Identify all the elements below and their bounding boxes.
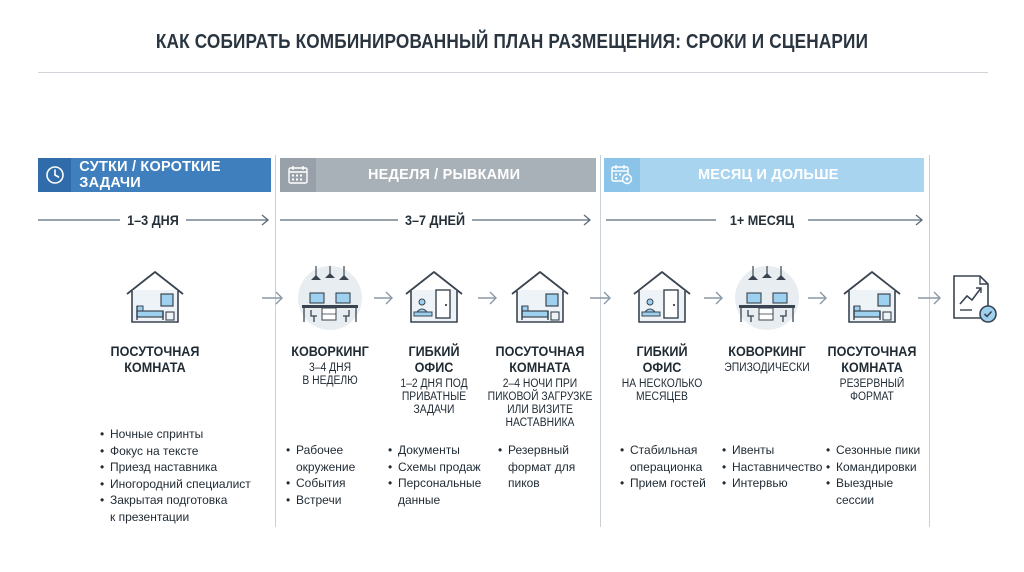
list-item: Ночные спринты xyxy=(100,426,270,443)
list-item: Иногородний специалист xyxy=(100,476,270,493)
list-item: Приезд наставника xyxy=(100,459,270,476)
phase-header-label: МЕСЯЦ И ДОЛЬШЕ xyxy=(698,167,839,183)
list-item: Персональные xyxy=(388,475,498,492)
list-item-continuation: к презентации xyxy=(110,509,190,524)
list-item-continuation: пиков xyxy=(508,476,540,490)
option-bullets: Резервный формат для пиков xyxy=(498,442,598,492)
list-item: Интервью xyxy=(722,475,832,492)
list-item-continuation: данные xyxy=(398,492,441,507)
list-item: Наставничество xyxy=(722,459,832,476)
list-item: Стабильная xyxy=(620,442,730,459)
list-item: Ивенты xyxy=(722,442,832,459)
list-item: Закрытая подготовка xyxy=(100,492,270,509)
duration-month: 1+ МЕСЯЦ xyxy=(729,212,795,228)
separator-3 xyxy=(929,155,930,527)
phase-header-label: СУТКИ / КОРОТКИЕ ЗАДАЧИ xyxy=(79,159,221,191)
phase-header-day: СУТКИ / КОРОТКИЕ ЗАДАЧИ xyxy=(38,158,271,192)
list-item: Выездные xyxy=(826,475,926,492)
list-item: Резервный xyxy=(498,442,598,459)
separator-2 xyxy=(600,155,601,527)
option-name: КОВОРКИНГ xyxy=(291,343,369,359)
list-item: События xyxy=(286,475,386,492)
list-item: Документы xyxy=(388,442,498,459)
option-bullets: Рабочее окружение События Встречи xyxy=(286,442,386,508)
separator-1 xyxy=(275,155,276,527)
list-item: Командировки xyxy=(826,459,926,476)
calendar-icon xyxy=(280,158,316,192)
option-bullets: Стабильная операционка Прием гостей xyxy=(620,442,730,492)
page-title: КАК СОБИРАТЬ КОМБИНИРОВАННЫЙ ПЛАН РАЗМЕЩ… xyxy=(155,31,869,53)
list-item: Сезонные пики xyxy=(826,442,926,459)
phase-header-label: НЕДЕЛЯ / РЫВКАМИ xyxy=(368,167,521,183)
flow-arrows xyxy=(262,291,941,305)
option-bullets: Документы Схемы продаж Персональные данн… xyxy=(388,442,498,508)
list-item: Рабочее xyxy=(286,442,386,459)
calendar-settings-icon xyxy=(604,158,640,192)
list-item: Фокус на тексте xyxy=(100,443,270,460)
list-item: Встречи xyxy=(286,492,386,509)
option-name: КОВОРКИНГ xyxy=(728,343,806,359)
option-subtitle: ЭПИЗОДИЧЕСКИ xyxy=(724,362,810,374)
duration-day: 1–3 ДНЯ xyxy=(127,212,179,228)
list-item-continuation: окружение xyxy=(296,459,356,474)
duration-arrows xyxy=(38,214,924,226)
clock-icon xyxy=(38,158,72,192)
list-item-continuation: сессии xyxy=(836,492,875,507)
option-bullets: Ивенты Наставничество Интервью xyxy=(722,442,832,492)
list-item: Схемы продаж xyxy=(388,459,498,476)
phase-header-week: НЕДЕЛЯ / РЫВКАМИ xyxy=(280,158,596,192)
plan-checklist-icon xyxy=(953,275,997,323)
option-bullets: Ночные спринты Фокус на тексте Приезд на… xyxy=(100,426,270,525)
phase-header-month: МЕСЯЦ И ДОЛЬШЕ xyxy=(604,158,924,192)
list-item-continuation: операционка xyxy=(630,459,703,474)
title-divider xyxy=(38,72,988,73)
option-bullets: Сезонные пики Командировки Выездные сесс… xyxy=(826,442,926,508)
list-item-continuation: формат для xyxy=(508,459,576,474)
duration-week: 3–7 ДНЕЙ xyxy=(404,212,466,228)
list-item: Прием гостей xyxy=(620,475,730,492)
